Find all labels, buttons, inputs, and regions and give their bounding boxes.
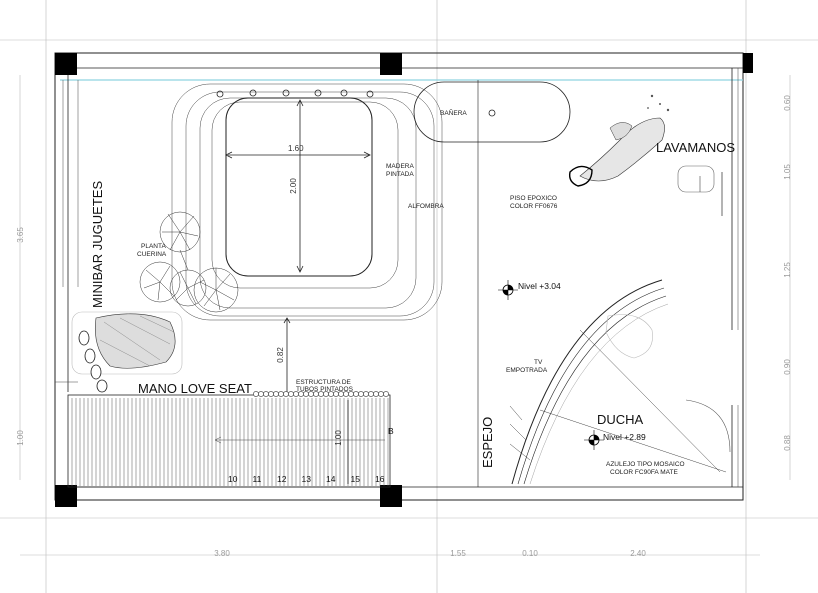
plant-drawing — [139, 211, 239, 313]
bed-platform — [171, 83, 443, 321]
stair-number: 11 — [253, 474, 262, 484]
right-dimension-5: 0.88 — [783, 435, 792, 451]
hand-seat-drawing — [71, 311, 183, 393]
stair-length-dimension: 1.00 — [334, 430, 343, 446]
bottom-dimension-4: 2.40 — [630, 549, 646, 558]
pillow-circles — [216, 89, 374, 98]
madera-label-2: PINTADA — [386, 171, 414, 178]
mano-love-seat-label: MANO LOVE SEAT — [138, 381, 252, 396]
column-top-left — [55, 53, 77, 75]
tv-label-2: EMPOTRADA — [506, 367, 548, 374]
piso-label-1: PISO EPOXICO — [510, 195, 557, 202]
bottom-dimension-1: 3.80 — [214, 549, 230, 558]
shower-enclosure — [509, 279, 731, 485]
nivel-label-1: Nivel +3.04 — [518, 281, 561, 291]
right-dimension-4: 0.90 — [783, 359, 792, 375]
left-dimension-2: 1.00 — [16, 430, 25, 446]
column-top-right — [743, 53, 753, 73]
stair-number: 10 — [228, 474, 238, 484]
column-bottom-middle — [380, 485, 402, 507]
planta-label-1: PLANTA — [141, 243, 166, 250]
gap-dimension: 0.82 — [276, 347, 285, 363]
column-top-middle — [380, 53, 402, 75]
azulejo-label-1: AZULEJO TIPO MOSAICO — [606, 461, 685, 468]
stair-b-label: B — [388, 426, 394, 436]
estructura-label-2: TUBOS PINTADOS — [296, 386, 354, 393]
minibar-label: MINIBAR JUGUETES — [90, 181, 105, 308]
right-dimension-3: 1.25 — [783, 262, 792, 278]
left-dimension-1: 3.65 — [16, 227, 25, 243]
stairs — [67, 391, 391, 488]
madera-label-1: MADERA — [386, 163, 414, 170]
nivel-marker-2 — [584, 430, 604, 450]
bathtub — [413, 81, 571, 143]
nivel-label-2: Nivel +2.89 — [603, 432, 646, 442]
stair-number: 12 — [277, 474, 287, 484]
espejo-label: ESPEJO — [480, 417, 495, 468]
right-dimension-1: 0.60 — [783, 95, 792, 111]
column-bottom-left — [55, 485, 77, 507]
right-dimension-2: 1.05 — [783, 164, 792, 180]
bed — [225, 97, 373, 277]
azulejo-label-2: COLOR FC90FA MATE — [610, 469, 678, 476]
ducha-label: DUCHA — [597, 412, 644, 427]
lavamanos-label: LAVAMANOS — [656, 140, 735, 155]
stair-number: 14 — [326, 474, 336, 484]
stair-numbers: 10 11 12 13 14 15 16 — [228, 474, 385, 484]
nivel-marker-1 — [498, 280, 518, 300]
bottom-dimension-3: 0.10 — [522, 549, 538, 558]
stair-number: 15 — [351, 474, 361, 484]
columns — [55, 53, 753, 507]
stair-number: 13 — [302, 474, 312, 484]
piso-label-2: COLOR FF0676 — [510, 203, 558, 210]
lavamanos-drawing — [568, 94, 715, 193]
stair-number: 16 — [375, 474, 385, 484]
tv-label-1: TV — [534, 359, 543, 366]
bed-length-dimension: 2.00 — [289, 178, 298, 194]
bottom-dimension-2: 1.55 — [450, 549, 466, 558]
bed-width-dimension: 1.60 — [288, 144, 304, 153]
planta-label-2: CUERINA — [137, 251, 167, 258]
alfombra-label: ALFOMBRA — [408, 203, 444, 210]
estructura-label-1: ESTRUCTURA DE — [296, 379, 352, 386]
banera-label: BAÑERA — [440, 108, 467, 117]
